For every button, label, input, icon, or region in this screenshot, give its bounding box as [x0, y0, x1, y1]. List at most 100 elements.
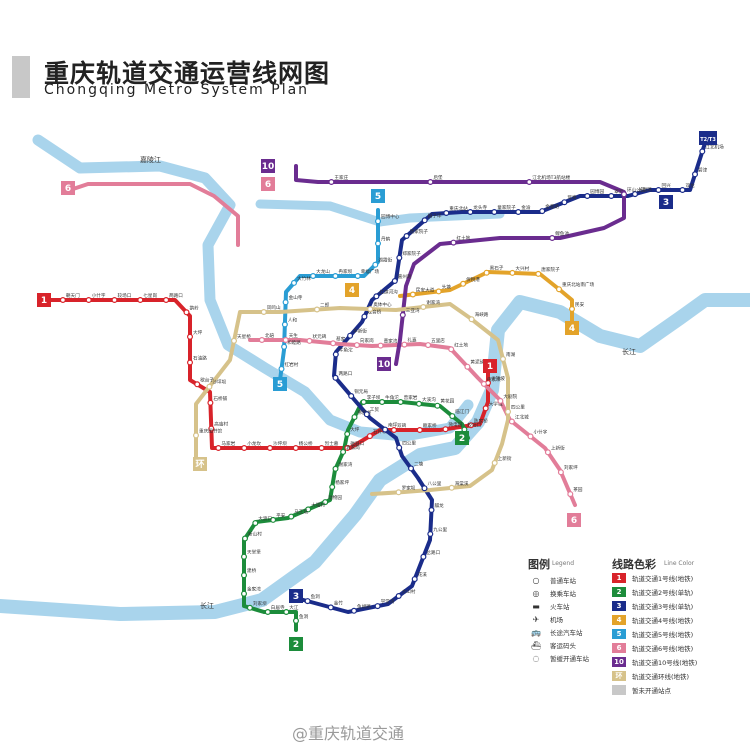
station-line1[interactable]	[183, 309, 190, 316]
station-line2[interactable]	[449, 413, 456, 420]
station-line2[interactable]	[252, 520, 259, 527]
station-loop[interactable]	[500, 356, 507, 363]
station-line2[interactable]	[246, 604, 253, 611]
station-line2[interactable]	[397, 399, 404, 406]
station-line6[interactable]	[527, 433, 534, 440]
station-line3[interactable]	[374, 603, 381, 610]
station-line4[interactable]	[409, 291, 416, 298]
station-line6[interactable]	[448, 346, 455, 353]
station-line5[interactable]	[310, 273, 317, 280]
station-line3[interactable]	[427, 530, 434, 537]
station-line1[interactable]	[416, 427, 423, 434]
station-line3[interactable]	[408, 465, 415, 472]
station-line3[interactable]	[327, 604, 334, 611]
station-loop[interactable]	[505, 408, 512, 415]
line-badge-airport[interactable]	[699, 131, 717, 145]
station-line1[interactable]	[163, 297, 170, 304]
station-line1[interactable]	[241, 445, 248, 452]
station-line3[interactable]	[699, 148, 706, 155]
station-line6[interactable]	[544, 449, 551, 456]
line-badge-6b[interactable]	[261, 177, 275, 191]
station-line6[interactable]	[258, 337, 265, 344]
station-loop[interactable]	[193, 432, 200, 439]
station-line3[interactable]	[631, 191, 638, 198]
station-line2[interactable]	[241, 572, 248, 579]
line-badge-1b[interactable]	[483, 359, 497, 373]
station-line6[interactable]	[353, 342, 360, 349]
station-line3[interactable]	[655, 187, 662, 194]
station-line2[interactable]	[305, 506, 312, 513]
station-line1[interactable]	[482, 405, 489, 412]
line-badge-6[interactable]	[61, 181, 75, 195]
station-line1[interactable]	[442, 426, 449, 433]
station-line2[interactable]	[329, 484, 336, 491]
station-line5[interactable]	[375, 218, 382, 225]
station-line5[interactable]	[278, 365, 285, 372]
station-line1[interactable]	[215, 445, 222, 452]
station-line3[interactable]	[396, 444, 403, 451]
station-line2[interactable]	[288, 513, 295, 520]
line-badge-3[interactable]	[289, 589, 303, 603]
station-line2[interactable]	[332, 465, 339, 472]
station-line6[interactable]	[567, 491, 574, 498]
station-line10[interactable]	[427, 179, 434, 186]
station-line4[interactable]	[435, 288, 442, 295]
station-loop[interactable]	[395, 489, 402, 496]
line-badge-6c[interactable]	[567, 513, 581, 527]
station-line5[interactable]	[291, 279, 298, 286]
station-line1[interactable]	[187, 359, 194, 366]
station-line5[interactable]	[281, 343, 288, 350]
station-line5[interactable]	[282, 299, 289, 306]
station-line2[interactable]	[360, 399, 367, 406]
station-line6[interactable]	[330, 340, 337, 347]
station-line1[interactable]	[111, 297, 118, 304]
station-line6[interactable]	[497, 397, 504, 404]
station-line6[interactable]	[464, 363, 471, 370]
station-line3[interactable]	[395, 592, 402, 599]
station-line1[interactable]	[366, 433, 373, 440]
station-line6[interactable]	[401, 341, 408, 348]
station-line1[interactable]	[85, 297, 92, 304]
line-loop[interactable]	[194, 302, 510, 496]
line-6-main[interactable]	[248, 338, 577, 507]
line-badge-5[interactable]	[371, 189, 385, 203]
station-line1[interactable]	[187, 333, 194, 340]
station-line6[interactable]	[557, 469, 564, 476]
line-10[interactable]	[294, 164, 626, 366]
station-line3[interactable]	[420, 553, 427, 560]
station-line10[interactable]	[526, 179, 533, 186]
line-badge-10[interactable]	[261, 159, 275, 173]
line-badge-2[interactable]	[455, 431, 469, 445]
line-badge-4[interactable]	[345, 283, 359, 297]
station-line3[interactable]	[396, 254, 403, 261]
station-line3[interactable]	[679, 187, 686, 194]
station-line3[interactable]	[421, 217, 428, 224]
station-line4[interactable]	[483, 269, 490, 276]
station-line1[interactable]	[344, 445, 351, 452]
station-loop[interactable]	[491, 459, 498, 466]
station-line3[interactable]	[382, 426, 389, 433]
station-line2[interactable]	[344, 431, 351, 438]
station-line2[interactable]	[241, 590, 248, 597]
station-line2[interactable]	[434, 402, 441, 409]
station-line3[interactable]	[491, 209, 498, 216]
station-line2[interactable]	[270, 516, 277, 523]
station-line6[interactable]	[480, 380, 487, 387]
station-line2[interactable]	[416, 400, 423, 407]
station-line3[interactable]	[411, 576, 418, 583]
station-line6[interactable]	[377, 342, 384, 349]
station-line1[interactable]	[194, 381, 201, 388]
station-line5[interactable]	[332, 273, 339, 280]
station-line3[interactable]	[515, 209, 522, 216]
station-line1[interactable]	[208, 425, 215, 432]
station-loop[interactable]	[468, 316, 475, 323]
station-line5[interactable]	[372, 261, 379, 268]
station-line5[interactable]	[375, 240, 382, 247]
station-line4[interactable]	[568, 306, 575, 313]
station-line5[interactable]	[281, 321, 288, 328]
station-loop[interactable]	[448, 484, 455, 491]
line-badge-loop[interactable]	[193, 457, 207, 471]
station-loop[interactable]	[420, 304, 427, 311]
station-line3[interactable]	[691, 171, 698, 178]
